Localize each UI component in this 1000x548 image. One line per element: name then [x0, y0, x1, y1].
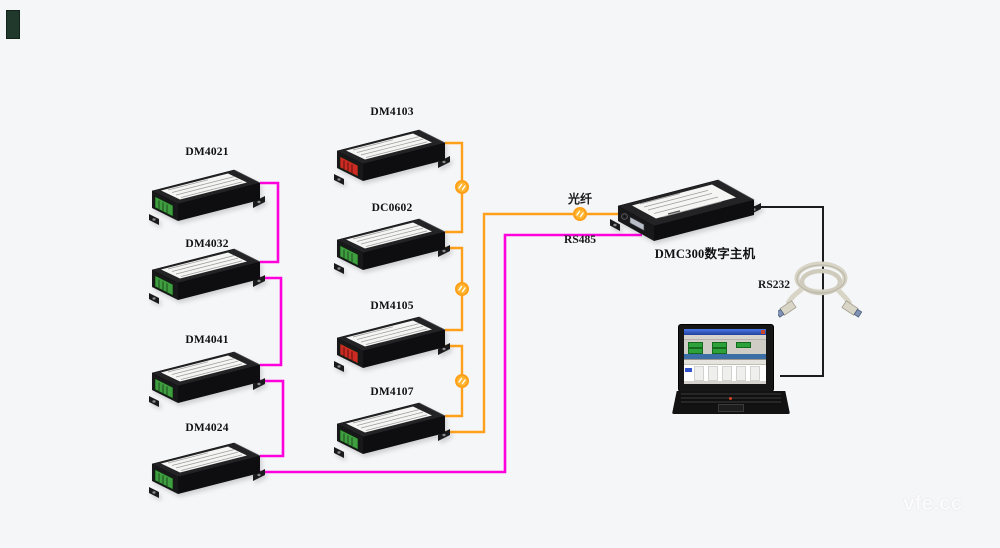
- table-column: [736, 366, 746, 381]
- watermark: vfe.cc: [903, 492, 963, 515]
- table-column: [708, 366, 718, 381]
- table-column: [750, 366, 760, 381]
- fiber-coupler-icon: [455, 180, 469, 194]
- laptop-screen-content: [684, 329, 766, 384]
- fiber-coupler-icon: [455, 282, 469, 296]
- device-label-dmc300: DMC300数字主机: [654, 247, 756, 261]
- device-label-dm4032: DM4032: [185, 238, 229, 250]
- app-data-table: [684, 359, 766, 381]
- rs485-bus-to-host: [258, 233, 642, 474]
- table-column: [722, 366, 732, 381]
- db9-connector-icon: [841, 300, 863, 318]
- serial-cable-icon: [778, 261, 863, 318]
- app-status-panel: [684, 340, 766, 354]
- rs485-link-dm4021-dm4032: [260, 181, 280, 264]
- status-chip: [712, 348, 727, 354]
- device-dm4024: [148, 442, 266, 499]
- app-toolbar-strip: [684, 354, 766, 359]
- laptop: [672, 322, 790, 414]
- app-titlebar: [684, 329, 766, 335]
- rs232-label: RS232: [758, 279, 790, 291]
- table-header: [684, 360, 766, 365]
- device-dm4041: [148, 351, 266, 408]
- rs485-label: RS485: [564, 234, 596, 246]
- device-label-dm4105: DM4105: [370, 300, 414, 312]
- table-column: [694, 366, 704, 381]
- laptop-base: [672, 391, 790, 414]
- laptop-screen-bezel: [678, 324, 774, 392]
- device-dm4103: [333, 129, 451, 186]
- fiber-coupler-icon: [573, 207, 587, 221]
- rs485-link-dm4032-dm4041: [260, 276, 283, 367]
- fiber-return-to-host: [445, 212, 622, 434]
- selected-cell: [685, 368, 692, 372]
- app-menubar: [684, 335, 766, 340]
- device-dm4107: [333, 402, 451, 459]
- db9-connector-icon: [778, 300, 797, 318]
- laptop-touchpad: [718, 404, 744, 412]
- device-label-dm4041: DM4041: [185, 334, 229, 346]
- device-dmc300-host: [610, 179, 762, 242]
- device-label-dc0602: DC0602: [371, 202, 413, 214]
- device-label-dm4107: DM4107: [370, 386, 414, 398]
- page-artifact: [6, 10, 20, 39]
- device-label-dm4103: DM4103: [370, 106, 414, 118]
- status-chip: [712, 342, 727, 348]
- device-dm4105: [333, 316, 451, 373]
- fiber-coupler-icon: [455, 374, 469, 388]
- fiber-label: 光纤: [567, 192, 592, 206]
- trackpoint-icon: [729, 397, 732, 400]
- status-chip: [688, 348, 703, 354]
- close-icon: [761, 330, 765, 334]
- device-label-dm4024: DM4024: [185, 422, 229, 434]
- device-dm4021: [148, 169, 266, 226]
- status-chip: [688, 342, 703, 348]
- rs485-link-dm4041-dm4024: [260, 379, 285, 458]
- device-dc0602: [333, 218, 451, 275]
- device-label-dm4021: DM4021: [185, 146, 229, 158]
- status-chip: [736, 342, 751, 348]
